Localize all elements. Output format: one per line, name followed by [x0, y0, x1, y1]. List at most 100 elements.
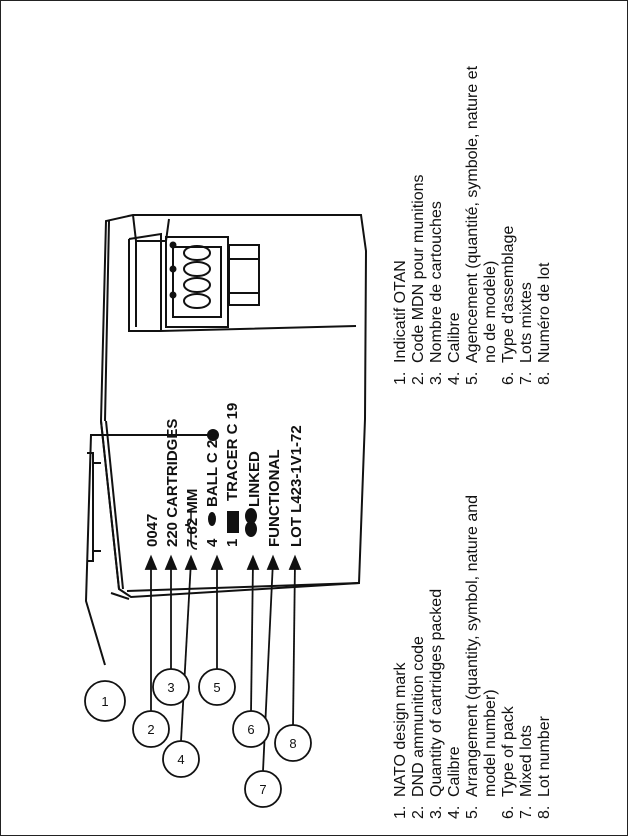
svg-text:NATO design mark: NATO design mark [392, 661, 409, 797]
callout-7: 7 [244, 770, 282, 808]
callout-4-label: 4 [177, 752, 184, 767]
legend-fr-item: 4. Calibre [446, 312, 463, 385]
box-side-panel [128, 232, 357, 333]
arrowhead-8 [288, 554, 302, 570]
arrowhead-4 [184, 554, 198, 570]
callout-6: 6 [232, 710, 270, 748]
marking-linked: LINKED [246, 451, 263, 507]
svg-text:Indicatif OTAN: Indicatif OTAN [392, 260, 409, 363]
ammo-box-drawing [84, 214, 368, 666]
marking-qty-tracer: 1 [224, 539, 241, 547]
callout-6-label: 6 [247, 722, 254, 737]
latch-rivet [183, 245, 211, 261]
callout-2-label: 2 [147, 722, 154, 737]
svg-text:Agencement (quantité, symbole,: Agencement (quantité, symbole, nature et [464, 65, 481, 363]
box-lid-edge [100, 220, 124, 590]
arrowhead-7 [266, 554, 280, 570]
svg-text:Quantity of cartridges packed: Quantity of cartridges packed [428, 589, 445, 797]
callout-3-label: 3 [167, 680, 174, 695]
box-markings: 0047 220 CARTRIDGES 7.62 MM 4 BALL C 21 … [144, 403, 305, 550]
latch-rivet [183, 261, 211, 277]
box-corner-edge [110, 592, 130, 600]
marking-lot: LOT L423-1V1-72 [288, 425, 305, 547]
callout-3: 3 [152, 668, 190, 706]
callout-circles: 1 2 3 4 5 6 7 8 [84, 668, 312, 808]
svg-text:Code MDN pour munitions: Code MDN pour munitions [410, 174, 427, 363]
svg-text:5.: 5. [464, 372, 481, 385]
legend-french: 1. Indicatif OTAN 2. Code MDN pour munit… [392, 65, 553, 385]
design-mark-lead [84, 434, 213, 666]
svg-text:3.: 3. [428, 806, 445, 819]
svg-text:Nombre de cartouches: Nombre de cartouches [428, 201, 445, 363]
svg-text:7.: 7. [518, 806, 535, 819]
svg-text:DND ammunition code: DND ammunition code [410, 636, 427, 797]
svg-text:8.: 8. [536, 372, 553, 385]
svg-text:6.: 6. [500, 806, 517, 819]
latch-pin [169, 265, 177, 273]
callout-2: 2 [132, 710, 170, 748]
latch-rivet [183, 277, 211, 293]
callout-7-label: 7 [259, 782, 266, 797]
legend-en-item: 1. NATO design mark [392, 661, 409, 819]
callout-4: 4 [162, 740, 200, 778]
svg-text:7.: 7. [518, 372, 535, 385]
box-bottom-edge [126, 582, 360, 592]
svg-text:Mixed lots: Mixed lots [518, 725, 535, 797]
latch-handle [228, 244, 260, 306]
svg-text:2.: 2. [410, 372, 427, 385]
legend-en-item: 7. Mixed lots [518, 725, 535, 819]
latch-frame [165, 236, 229, 328]
svg-text:6.: 6. [500, 372, 517, 385]
latch-pin [169, 291, 177, 299]
legend-english: 1. NATO design mark 2. DND ammunition co… [392, 495, 553, 819]
arrowhead-6 [246, 554, 260, 570]
callout-1-label: 1 [101, 694, 108, 709]
legend-en-item: 6. Type of pack [500, 705, 517, 819]
legend-en-item: 4. Calibre [446, 746, 463, 819]
legend-en-item: 2. DND ammunition code [410, 636, 427, 819]
callout-1: 1 [84, 680, 126, 722]
svg-text:Calibre: Calibre [446, 746, 463, 797]
callout-5-label: 5 [213, 680, 220, 695]
marking-tracer: TRACER C 19 [224, 403, 241, 501]
marking-nato-code: 0047 [144, 514, 161, 547]
legend-fr-item: 5. Agencement (quantité, symbole, nature… [464, 65, 481, 385]
latch-rivet [183, 293, 211, 309]
arrowhead-2 [144, 554, 158, 570]
svg-text:4.: 4. [446, 372, 463, 385]
svg-text:model number): model number) [482, 689, 499, 797]
callout-5: 5 [198, 668, 236, 706]
legend-en-item: 3. Quantity of cartridges packed [428, 589, 445, 819]
arrow-4 [180, 560, 192, 742]
tracer-symbol-icon [227, 511, 239, 533]
svg-text:Arrangement (quantity, symbol,: Arrangement (quantity, symbol, nature an… [464, 495, 481, 797]
marking-calibre: 7.62 MM [184, 489, 201, 547]
svg-text:2.: 2. [410, 806, 427, 819]
linked-symbol-icon [245, 508, 257, 537]
latch-plate [172, 246, 222, 318]
callout-8-label: 8 [289, 736, 296, 751]
ball-symbol-icon [208, 512, 216, 526]
marking-quantity: 220 CARTRIDGES [164, 419, 181, 547]
legend-fr-item: 1. Indicatif OTAN [392, 260, 409, 385]
svg-text:3.: 3. [428, 372, 445, 385]
svg-text:no de modèle): no de modèle) [482, 261, 499, 363]
svg-text:Calibre: Calibre [446, 312, 463, 363]
marking-functional: FUNCTIONAL [266, 450, 283, 548]
svg-text:1.: 1. [392, 806, 409, 819]
callout-8: 8 [274, 724, 312, 762]
arrangement-brace [184, 509, 198, 550]
legend-fr-item: 2. Code MDN pour munitions [410, 174, 427, 385]
legend-fr-item: no de modèle) [482, 261, 499, 363]
legend-en-item: 5. Arrangement (quantity, symbol, nature… [464, 495, 481, 819]
svg-text:Type of pack: Type of pack [500, 705, 517, 797]
svg-text:1.: 1. [392, 372, 409, 385]
svg-text:Lot number: Lot number [536, 715, 553, 797]
legend-en-item: model number) [482, 689, 499, 797]
svg-text:Numéro de lot: Numéro de lot [536, 262, 553, 363]
svg-text:5.: 5. [464, 806, 481, 819]
arrowhead-5 [210, 554, 224, 570]
legend-en-item: 8. Lot number [536, 715, 553, 819]
